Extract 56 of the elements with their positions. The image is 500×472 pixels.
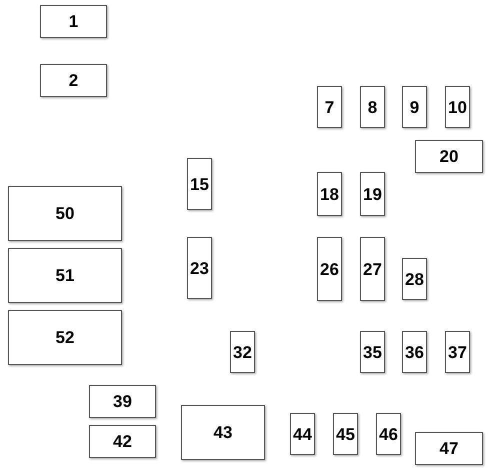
fuse-number: 50 [56, 205, 74, 222]
fuse-slot [8, 186, 122, 241]
fuse-slot [333, 413, 358, 455]
fuse-number: 44 [293, 426, 312, 442]
fuse-slot [360, 331, 385, 373]
fuse-number: 51 [56, 267, 74, 284]
fuse-slot [181, 405, 265, 460]
fuse-number: 47 [440, 440, 458, 457]
fuse-number: 36 [405, 344, 424, 360]
fuse-slot [360, 86, 385, 128]
fuse-slot [187, 237, 212, 299]
fuse-number: 8 [368, 98, 378, 116]
fuse-slot [40, 64, 107, 97]
fuse-slot [402, 86, 427, 128]
fuse-number: 10 [448, 98, 467, 116]
fuse-slot [360, 237, 385, 301]
fuse-number: 7 [324, 98, 334, 116]
fuse-slot [360, 172, 385, 216]
fuse-number: 45 [336, 426, 355, 442]
fuse-slot [376, 413, 401, 455]
fuse-number: 9 [410, 98, 420, 116]
fuse-slot [187, 158, 212, 210]
fuse-number: 43 [214, 424, 232, 441]
fuse-number: 28 [405, 270, 424, 288]
fuse-number: 39 [113, 393, 132, 410]
fuse-number: 35 [363, 344, 382, 360]
fuse-slot [40, 5, 107, 38]
fuse-number: 2 [68, 72, 78, 89]
fuse-slot [290, 413, 315, 455]
fuse-slot [317, 237, 342, 301]
fuse-number: 15 [190, 176, 209, 192]
fuse-slot [230, 331, 255, 373]
fuse-number: 27 [363, 260, 382, 278]
fuse-slot [445, 331, 470, 373]
fuse-slot [89, 385, 156, 418]
fuse-slot [8, 248, 122, 303]
fuse-slot [317, 86, 342, 128]
fuse-number: 18 [320, 186, 339, 202]
fuse-slot [415, 140, 483, 173]
fuse-slot [415, 432, 483, 465]
fuse-number: 26 [320, 260, 339, 278]
fuse-number: 37 [448, 344, 467, 360]
fuse-number: 19 [363, 186, 382, 202]
fuse-number: 32 [233, 344, 252, 360]
fuse-slot [317, 172, 342, 216]
fuse-number: 20 [440, 148, 458, 165]
fuse-slot [89, 425, 156, 458]
fuse-slot [445, 86, 470, 128]
fuse-number: 46 [379, 426, 398, 442]
fuse-slot [402, 331, 427, 373]
fuse-slot [402, 258, 427, 300]
fuse-number: 1 [68, 13, 78, 30]
fuse-number: 52 [56, 329, 74, 346]
fuse-number: 42 [113, 433, 132, 450]
fuse-slot [8, 310, 122, 365]
fuse-number: 23 [190, 260, 209, 276]
